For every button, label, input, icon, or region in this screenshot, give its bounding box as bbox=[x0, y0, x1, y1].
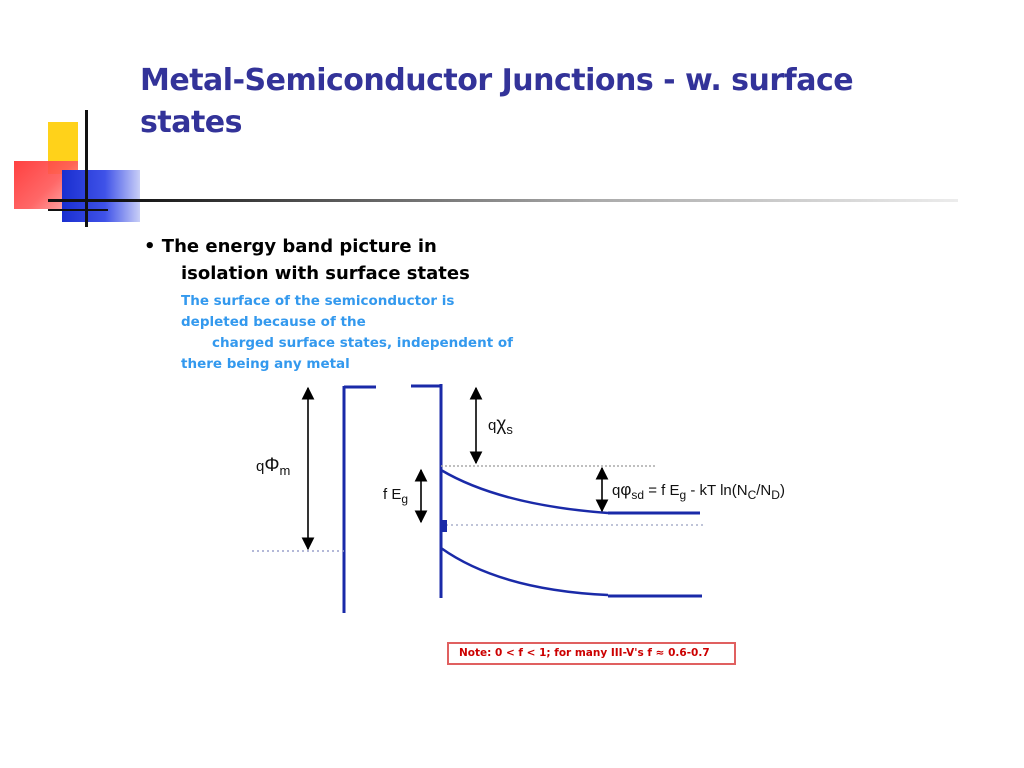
subtext-line-2: depleted because of the bbox=[181, 314, 366, 330]
label-f-eg: f Eg bbox=[383, 486, 408, 506]
title-underline bbox=[48, 199, 958, 202]
decorative-short-line bbox=[48, 209, 108, 211]
label-q-phi-m: qΦm bbox=[256, 455, 290, 478]
subtext-line-4: there being any metal bbox=[181, 356, 350, 372]
conduction-band-bent bbox=[440, 468, 609, 515]
note-box: Note: 0 < f < 1; for many III-V's f ≈ 0.… bbox=[447, 642, 736, 665]
decorative-blue-square bbox=[62, 170, 140, 222]
label-q-chi-s: qχs bbox=[488, 414, 513, 437]
slide-title: Metal-Semiconductor Junctions - w. surfa… bbox=[140, 63, 854, 140]
bullet-point: • The energy band picture in isolation w… bbox=[144, 233, 544, 287]
decorative-vertical-line bbox=[85, 110, 88, 227]
subtext-line-3: charged surface states, independent of bbox=[212, 335, 514, 351]
subtext-line-1: The surface of the semiconductor is bbox=[181, 293, 455, 309]
semiconductor-block bbox=[411, 384, 443, 598]
surface-state-marker bbox=[440, 520, 447, 532]
sub-description: The surface of the semiconductor is depl… bbox=[181, 291, 561, 375]
bullet-marker: • bbox=[144, 236, 156, 257]
bullet-line-2: isolation with surface states bbox=[181, 263, 470, 284]
label-phi-sd-equation: qφsd = f Eg - kT ln(NC/ND) bbox=[612, 480, 785, 502]
metal-block bbox=[342, 385, 376, 613]
bullet-line-1: The energy band picture in bbox=[161, 236, 437, 257]
valence-band-bent bbox=[440, 546, 609, 597]
